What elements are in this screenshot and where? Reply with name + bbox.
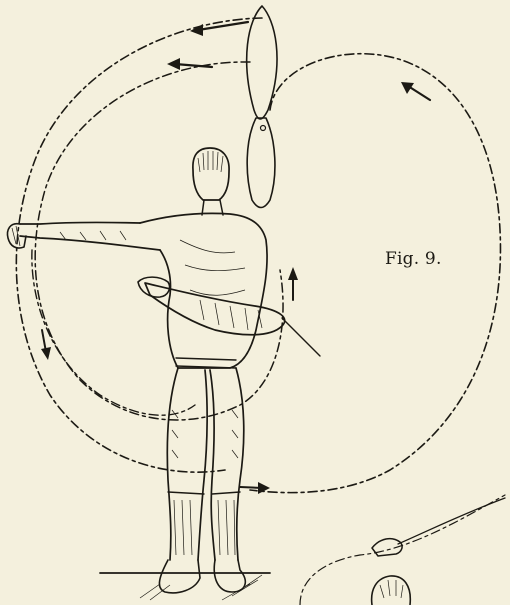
second-figure-partial [372,498,505,605]
arrow-right-loop [408,86,430,100]
figure-caption: Fig. 9. [385,249,442,269]
club-mid-outline [247,118,275,208]
arrowhead-up-icon [288,267,298,280]
left-arm-outline [20,222,160,250]
second-club-line [398,498,505,544]
arrowhead-top-icon [190,24,203,36]
sock-bands [168,492,240,494]
second-hair-hatching [380,580,403,598]
club-waist-line [282,318,320,356]
arrowhead-inner-top-icon [167,58,180,70]
club-hatching [200,300,262,330]
hair-hatching [198,151,223,172]
sock-hatching [174,500,235,555]
right-foot [214,560,245,592]
head-outline [193,148,229,200]
second-head [372,576,411,605]
torso-outline [140,213,267,368]
left-leg-outline [167,368,207,560]
shirt-folds [60,231,245,295]
ground-hatching [140,575,262,600]
figure-athlete [8,148,321,593]
direction-arrows [41,22,430,494]
left-foot [159,560,200,593]
arrowhead-left-down-icon [41,347,51,360]
arrow-top [198,22,248,30]
right-loop [250,54,500,493]
belt [176,358,236,368]
club-knob [261,126,266,131]
club-overhead [247,6,277,208]
